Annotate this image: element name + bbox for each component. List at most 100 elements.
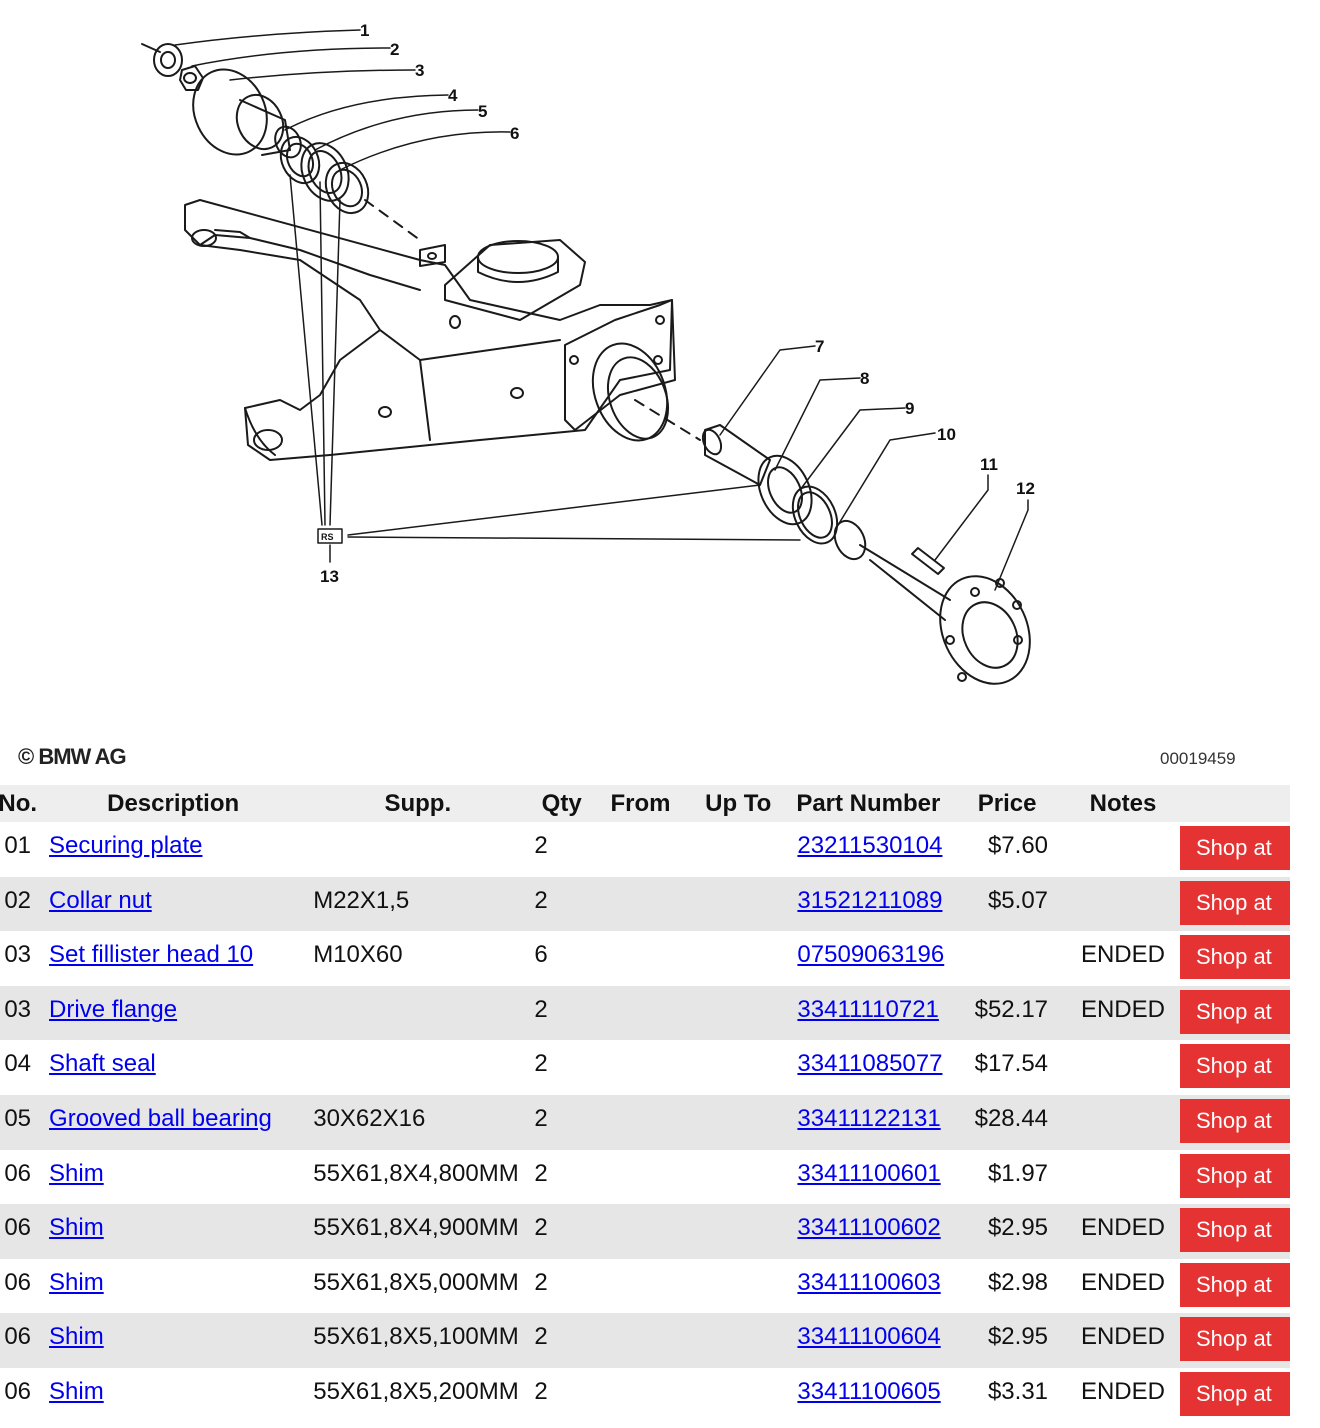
part-number-link[interactable]: 33411100605 xyxy=(797,1377,941,1405)
shop-at-button[interactable]: Shop at xyxy=(1179,1208,1290,1253)
shop-at-button[interactable]: Shop at xyxy=(1179,989,1290,1034)
cell-notes xyxy=(1066,822,1180,877)
cell-part-number: 33411085077 xyxy=(788,1040,949,1095)
part-number-link[interactable]: 33411100604 xyxy=(797,1323,941,1351)
description-link[interactable]: Shim xyxy=(49,1323,104,1351)
trailing-arm xyxy=(184,199,676,461)
cell-supp xyxy=(305,822,531,877)
leader-lines xyxy=(174,29,1029,591)
part-number-link[interactable]: 31521211089 xyxy=(797,886,943,914)
copyright-label: © BMW AG xyxy=(18,744,127,769)
description-link[interactable]: Shim xyxy=(49,1377,104,1405)
part-number-link[interactable]: 33411100602 xyxy=(797,1214,941,1242)
part-number-link[interactable]: 33411110721 xyxy=(797,995,939,1023)
cell-no: 06 xyxy=(0,1258,42,1314)
callout-12: 12 xyxy=(1016,479,1035,498)
cell-from xyxy=(593,931,689,986)
cell-notes: ENDED xyxy=(1066,1313,1180,1368)
cell-no: 01 xyxy=(0,822,42,877)
cell-up-to xyxy=(688,1204,789,1259)
part-number-link[interactable]: 33411122131 xyxy=(797,1104,941,1132)
part-number-link[interactable]: 07509063196 xyxy=(797,941,945,969)
cell-supp xyxy=(305,1040,531,1095)
cell-notes: ENDED xyxy=(1066,1258,1180,1314)
diagram-image-number: 00019459 xyxy=(1160,749,1236,768)
cell-price: $7.60 xyxy=(948,822,1067,877)
exploded-view-drawing: 1 2 3 4 5 6 7 8 9 10 11 12 13 RS xyxy=(141,21,1035,685)
description-link[interactable]: Set fillister head 10 xyxy=(49,941,254,969)
cell-from xyxy=(593,1094,689,1150)
shop-at-button[interactable]: Shop at xyxy=(1179,1044,1290,1089)
cell-price: $28.44 xyxy=(948,1094,1067,1150)
cell-part-number: 07509063196 xyxy=(788,931,949,986)
shop-at-button[interactable]: Shop at xyxy=(1179,880,1290,925)
cell-notes xyxy=(1066,1040,1180,1095)
callout-11: 11 xyxy=(980,455,998,474)
shop-at-button[interactable]: Shop at xyxy=(1179,1317,1290,1362)
shop-at-button[interactable]: Shop at xyxy=(1179,1153,1290,1198)
cell-no: 04 xyxy=(0,1040,42,1095)
part-number-link[interactable]: 33411085077 xyxy=(797,1050,943,1078)
part-number-link[interactable]: 33411100601 xyxy=(797,1159,941,1187)
cell-qty: 2 xyxy=(530,876,593,932)
cell-shop: Shop at xyxy=(1179,1313,1290,1368)
cell-price xyxy=(948,931,1067,986)
cell-qty: 2 xyxy=(530,1258,593,1314)
description-link[interactable]: Shim xyxy=(49,1214,104,1242)
cell-shop: Shop at xyxy=(1179,1258,1290,1314)
cell-shop: Shop at xyxy=(1179,985,1290,1041)
cell-supp: 55X61,8X4,900MM xyxy=(305,1204,531,1259)
cell-up-to xyxy=(688,985,789,1041)
cell-from xyxy=(593,822,689,877)
callout-3: 3 xyxy=(415,61,424,80)
cell-up-to xyxy=(688,1149,789,1205)
cell-description: Shim xyxy=(41,1367,306,1423)
cell-shop: Shop at xyxy=(1179,1204,1290,1259)
cell-description: Drive flange xyxy=(41,985,306,1041)
cell-up-to xyxy=(688,1040,789,1095)
callout-5: 5 xyxy=(478,102,487,121)
shop-at-button[interactable]: Shop at xyxy=(1179,1262,1290,1307)
header-from: From xyxy=(593,785,689,822)
description-link[interactable]: Securing plate xyxy=(49,832,203,859)
cell-from xyxy=(593,1149,689,1205)
callout-13: 13 xyxy=(320,567,339,586)
header-no: No. xyxy=(0,785,42,822)
shop-at-button[interactable]: Shop at xyxy=(1179,1098,1290,1143)
header-shop xyxy=(1179,785,1290,822)
description-link[interactable]: Shim xyxy=(49,1268,104,1296)
cell-notes xyxy=(1066,1149,1180,1205)
description-link[interactable]: Drive flange xyxy=(49,995,178,1023)
shop-at-button[interactable]: Shop at xyxy=(1179,1371,1290,1416)
cell-qty: 2 xyxy=(530,1040,593,1095)
description-link[interactable]: Shim xyxy=(49,1159,104,1187)
callout-8: 8 xyxy=(860,369,869,388)
cell-no: 02 xyxy=(0,876,42,932)
description-link[interactable]: Shaft seal xyxy=(49,1050,156,1078)
cell-part-number: 23211530104 xyxy=(788,822,949,877)
cell-from xyxy=(593,876,689,932)
cell-qty: 2 xyxy=(530,1149,593,1205)
callout-1: 1 xyxy=(360,21,369,40)
callout-numbers: 1 2 3 4 5 6 7 8 9 10 11 12 13 RS xyxy=(320,21,1035,586)
part-number-link[interactable]: 33411100603 xyxy=(797,1268,941,1296)
cell-price: $3.31 xyxy=(948,1367,1067,1423)
part-number-link[interactable]: 23211530104 xyxy=(797,832,943,859)
cell-part-number: 33411100604 xyxy=(788,1313,949,1368)
parts-diagram: 1 2 3 4 5 6 7 8 9 10 11 12 13 RS © BMW A… xyxy=(18,21,1236,769)
cell-price: $2.95 xyxy=(948,1204,1067,1259)
cell-shop: Shop at xyxy=(1179,1094,1290,1150)
description-link[interactable]: Grooved ball bearing xyxy=(49,1104,272,1132)
cell-no: 03 xyxy=(0,985,42,1041)
description-link[interactable]: Collar nut xyxy=(49,886,152,914)
callout-2: 2 xyxy=(390,40,399,59)
cell-up-to xyxy=(688,1367,789,1423)
cell-from xyxy=(593,1040,689,1095)
header-supp: Supp. xyxy=(305,785,531,822)
shop-at-button[interactable]: Shop at xyxy=(1179,826,1290,870)
shop-at-button[interactable]: Shop at xyxy=(1179,935,1290,980)
